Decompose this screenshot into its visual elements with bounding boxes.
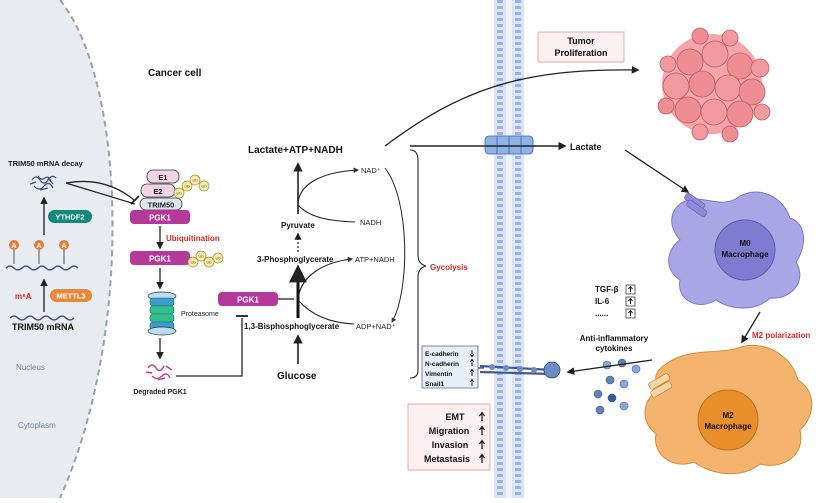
tumor-proliferation-box — [537, 31, 625, 63]
svg-text:Ub: Ub — [176, 191, 182, 196]
m0-label-1: M0 — [739, 239, 751, 248]
svg-text:Snail1: Snail1 — [425, 381, 445, 388]
svg-text:......: ...... — [595, 309, 608, 318]
pgk1-inhibit-path — [176, 318, 243, 377]
mettl3-badge — [50, 289, 92, 302]
m0-nucleus — [714, 219, 776, 281]
cytokine-receptor-icon — [479, 361, 561, 379]
m2-label-1: M2 — [722, 411, 734, 420]
emt-marker-box — [421, 345, 479, 389]
m0-label-2: Macrophage — [721, 250, 769, 259]
pgk1-label-3: PGK1 — [237, 296, 259, 305]
trim50-mrna — [9, 315, 75, 321]
pyruvate-label: Pyruvate — [281, 221, 315, 230]
svg-text:Invasion: Invasion — [432, 440, 469, 450]
mrna-decay-label: TRIM50 mRNA decay — [8, 159, 84, 168]
ubiquitin-chain-2 — [187, 250, 224, 268]
ythdf2-label: YTHDF2 — [55, 213, 84, 222]
gycolysis-label: Gycolysis — [430, 263, 468, 272]
cancer-cell-label: Cancer cell — [148, 68, 202, 79]
m6a-label: m⁶A — [15, 292, 32, 301]
svg-text:IL-6: IL-6 — [595, 297, 610, 306]
proteasome-icon — [147, 291, 177, 336]
bpg-label: 1,3-Bisphosphoglycerate — [244, 322, 340, 331]
m6a-marks: A A A — [9, 240, 69, 264]
nad-plus-label: NAD⁺ — [361, 166, 381, 175]
anti-inflammatory-label-2: cytokines — [596, 344, 633, 353]
svg-text:EMT: EMT — [446, 412, 466, 422]
e1-label: E1 — [158, 173, 167, 182]
proteasome-label: Proteasome — [181, 311, 219, 318]
nucleus-label: Nucleus — [16, 363, 45, 372]
lactate-transporter-icon — [484, 135, 534, 155]
m2-polarization-label: M2 polarization — [752, 331, 810, 340]
methylated-mrna — [5, 265, 79, 271]
tumor-label-1: Tumor — [567, 36, 595, 46]
svg-text:TGF-β: TGF-β — [595, 285, 619, 294]
decay-to-pgk1-inhibit — [65, 182, 136, 205]
svg-text:Ub: Ub — [215, 256, 221, 261]
anti-inflammatory-label-1: Anti-inflammatory — [580, 334, 649, 343]
svg-text:A: A — [11, 243, 16, 250]
svg-text:Ub: Ub — [184, 184, 190, 189]
three-pg-label: 3-Phosphoglycerate — [257, 255, 334, 264]
cytoplasm-label: Cytoplasm — [18, 421, 56, 430]
svg-text:Ub: Ub — [198, 254, 204, 259]
lactate-label: Lactate — [570, 142, 602, 152]
trim50-label: TRIM50 — [148, 201, 175, 210]
atp-nadh-label: ATP+NADH — [355, 255, 395, 264]
cytokine-particles — [593, 358, 641, 415]
e3-ligase-complex — [139, 169, 183, 211]
emt-outcome-box — [407, 403, 491, 471]
pgk1-box-2 — [130, 251, 190, 265]
svg-text:Metastasis: Metastasis — [424, 454, 470, 464]
svg-text:Ub: Ub — [206, 260, 212, 265]
lactate-atp-nadh-label: Lactate+ATP+NADH — [248, 145, 343, 156]
svg-text:N-cadherin: N-cadherin — [425, 361, 459, 368]
decayed-mrna-icon — [29, 175, 57, 191]
emt-outcome-list: EMT Migration Invasion Metastasis — [424, 411, 485, 464]
svg-text:E-cadherin: E-cadherin — [425, 351, 459, 358]
tumor-label-2: Proliferation — [554, 48, 607, 58]
svg-text:Migration: Migration — [429, 426, 470, 436]
svg-text:Ub: Ub — [190, 260, 196, 265]
degraded-pgk1-icon — [145, 364, 173, 381]
svg-text:Ub: Ub — [201, 184, 207, 189]
ubiquitination-label: Ubiquitination — [166, 234, 220, 243]
m2-receptor-icon — [648, 373, 673, 398]
svg-text:Ub: Ub — [192, 178, 198, 183]
degraded-pgk1-label: Degraded PGK1 — [133, 389, 186, 396]
svg-text:Vimentin: Vimentin — [425, 371, 452, 378]
cell-membrane — [494, 0, 524, 498]
nucleus — [0, 0, 114, 499]
ubiquitin-chain-1 — [173, 174, 210, 199]
trim50-mrna-label: TRIM50 mRNA — [12, 322, 75, 332]
ythdf2-badge — [48, 210, 92, 223]
tumor-mass-icon — [657, 27, 771, 143]
e2-label: E2 — [153, 187, 162, 196]
mettl3-label: METTL3 — [56, 292, 85, 301]
nadh-label: NADH — [360, 218, 381, 227]
pgk1-label-2: PGK1 — [149, 255, 171, 264]
svg-text:A: A — [61, 243, 66, 250]
emt-marker-list: E-cadherin N-cadherin Vimentin Snail1 — [425, 350, 475, 388]
m0-receptor-icon — [684, 192, 708, 218]
svg-text:A: A — [36, 243, 41, 250]
cytokine-list: TGF-β IL-6 ...... — [595, 284, 636, 319]
glucose-label: Glucose — [277, 371, 317, 382]
pgk1-box-3 — [218, 292, 278, 306]
adp-nad-label: ADP+NAD⁺ — [356, 322, 396, 331]
pgk1-box-1 — [130, 210, 190, 224]
m2-label-2: Macrophage — [704, 422, 752, 431]
pgk1-label-1: PGK1 — [149, 214, 171, 223]
m2-nucleus — [697, 389, 759, 451]
gycolysis-bracket — [409, 149, 427, 379]
